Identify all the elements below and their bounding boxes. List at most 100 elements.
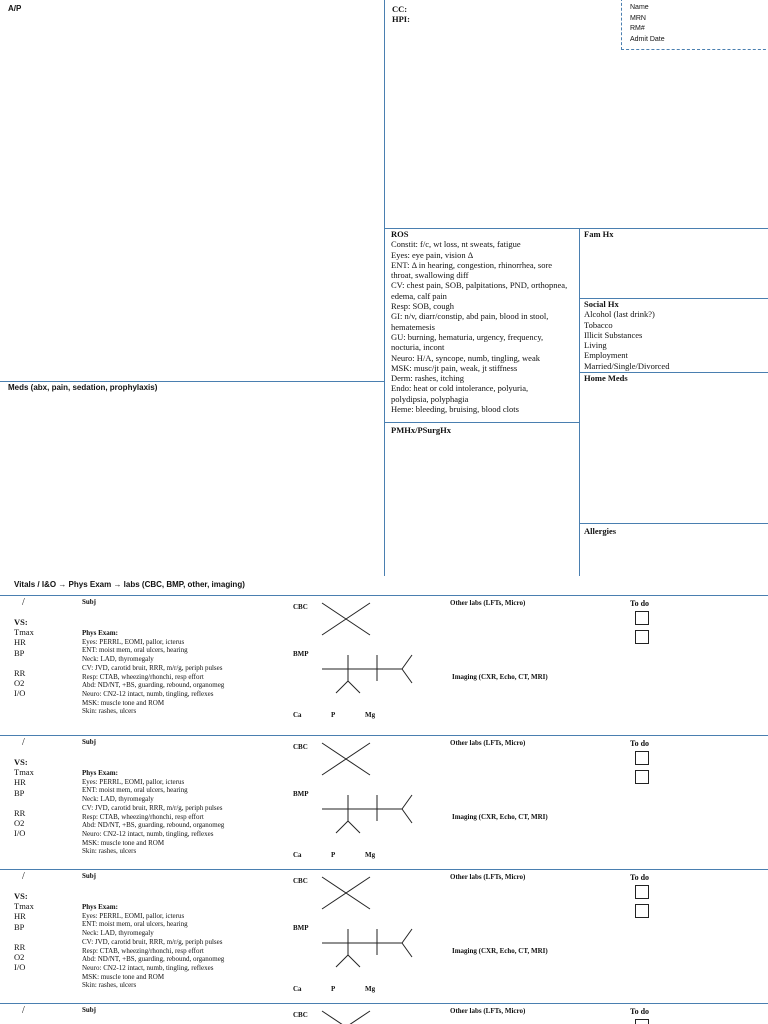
social-hx-item: Employment xyxy=(584,350,628,361)
social-hx-item: Living xyxy=(584,340,607,351)
todo-checkbox[interactable] xyxy=(635,885,649,899)
ros-line: throat, swallowing diff xyxy=(391,270,469,281)
ros-line: Neuro: H/A, syncope, numb, tingling, wea… xyxy=(391,352,540,363)
bmp-fishbone xyxy=(322,794,413,834)
social-hx-item: Illicit Substances xyxy=(584,329,643,340)
ros-line: GU: burning, hematuria, urgency, frequen… xyxy=(391,331,544,342)
flow-label: Vitals / I&O → Phys Exam → labs (CBC, BM… xyxy=(14,580,245,589)
ros-line: ENT: Δ in hearing, congestion, rhinorrhe… xyxy=(391,259,553,270)
vs-spacer xyxy=(14,932,34,942)
phys-exam-line: Resp: CTAB, wheezing/rhonchi, resp effor… xyxy=(82,812,204,821)
divider-social-top xyxy=(579,298,768,299)
mg-label: Mg xyxy=(365,985,376,993)
vitals-list: VS: Tmax HR BP RR O2 I/O xyxy=(14,891,34,973)
bmp-label: BMP xyxy=(293,650,309,658)
phys-exam-line: Abd: ND/NT, +BS, guarding, rebound, orga… xyxy=(82,821,225,830)
other-labs-label: Other labs (LFTs, Micro) xyxy=(450,599,526,607)
todo-label: To do xyxy=(630,1007,650,1016)
social-hx-item: Alcohol (last drink?) xyxy=(584,309,655,320)
phys-exam-line: MSK: muscle tone and ROM xyxy=(82,698,165,707)
ros-line: Eyes: eye pain, vision Δ xyxy=(391,249,474,260)
imaging-label: Imaging (CXR, Echo, CT, MRI) xyxy=(452,673,548,681)
p-label: P xyxy=(331,851,336,859)
phys-exam-line: CV: JVD, carotid bruit, RRR, m/r/g, peri… xyxy=(82,937,223,946)
divider-ros-top xyxy=(384,228,768,229)
phys-exam-title: Phys Exam: xyxy=(82,629,118,637)
ros-line: MSK: musc/jt pain, weak, jt stiffness xyxy=(391,362,518,373)
allergies-title: Allergies xyxy=(584,526,617,536)
imaging-label: Imaging (CXR, Echo, CT, MRI) xyxy=(452,813,548,821)
todo-checkbox[interactable] xyxy=(635,751,649,765)
phys-exam-line: MSK: muscle tone and ROM xyxy=(82,838,165,847)
patient-field-mrn: MRN xyxy=(630,14,646,22)
vs-rr: RR xyxy=(14,807,26,818)
bmp-label: BMP xyxy=(293,790,309,798)
vs-o2: O2 xyxy=(14,818,25,829)
ros-line: hematemesis xyxy=(391,321,435,332)
daily-divider xyxy=(0,595,768,596)
cbc-label: CBC xyxy=(293,877,308,885)
vs-bp: BP xyxy=(14,647,25,658)
date-slash: / xyxy=(22,871,25,882)
daily-divider xyxy=(0,735,768,736)
todo-checkbox[interactable] xyxy=(635,770,649,784)
phys-exam-line: Neck: LAD, thyromegaly xyxy=(82,795,154,804)
phys-exam-line: Neck: LAD, thyromegaly xyxy=(82,655,154,664)
vs-bp: BP xyxy=(14,921,25,932)
vs-hr: HR xyxy=(14,911,26,922)
cbc-fishbone xyxy=(321,602,371,636)
phys-exam-line: CV: JVD, carotid bruit, RRR, m/r/g, peri… xyxy=(82,803,223,812)
phys-exam-line: Resp: CTAB, wheezing/rhonchi, resp effor… xyxy=(82,672,204,681)
daily-block-2: / VS: Tmax HR BP RR O2 I/O Subj Phys Exa… xyxy=(0,735,768,869)
vs-io: I/O xyxy=(14,828,26,839)
cbc-label: CBC xyxy=(293,603,308,611)
bmp-fishbone xyxy=(322,654,413,694)
subj-label: Subj xyxy=(82,598,97,606)
ros-line: Endo: heat or cold intolerance, polyuria… xyxy=(391,383,529,394)
ap-label: A/P xyxy=(8,4,22,13)
patient-info-box: Name MRN RM# Admit Date xyxy=(621,0,768,50)
ros-line: nocturia, incont xyxy=(391,342,445,353)
patient-field-admit-date: Admit Date xyxy=(630,35,665,43)
ca-label: Ca xyxy=(293,851,302,859)
mg-label: Mg xyxy=(365,851,376,859)
subj-label: Subj xyxy=(82,1006,97,1014)
todo-checkbox[interactable] xyxy=(635,1019,649,1024)
social-hx-title: Social Hx xyxy=(584,299,619,309)
phys-exam: Phys Exam: Eyes: PERRL, EOMI, pallor, ic… xyxy=(82,769,224,856)
vs-tmax: Tmax xyxy=(14,767,34,778)
todo-checkbox[interactable] xyxy=(635,630,649,644)
home-meds-title: Home Meds xyxy=(584,373,628,383)
vs-io: I/O xyxy=(14,962,26,973)
phys-exam-line: Skin: rashes, ulcers xyxy=(82,981,137,990)
daily-block-3: / VS: Tmax HR BP RR O2 I/O Subj Phys Exa… xyxy=(0,869,768,1003)
ros-line: edema, calf pain xyxy=(391,290,447,301)
daily-block-4: / Subj CBC Other labs (LFTs, Micro) To d… xyxy=(0,1003,768,1024)
phys-exam-line: Resp: CTAB, wheezing/rhonchi, resp effor… xyxy=(82,946,204,955)
other-labs-label: Other labs (LFTs, Micro) xyxy=(450,739,526,747)
ros-line: polydipsia, polyphagia xyxy=(391,393,469,404)
ros-line: Derm: rashes, itching xyxy=(391,373,464,384)
phys-exam-line: Neck: LAD, thyromegaly xyxy=(82,929,154,938)
vs-hr: HR xyxy=(14,777,26,788)
other-labs-label: Other labs (LFTs, Micro) xyxy=(450,873,526,881)
phys-exam-line: Neuro: CN2-12 intact, numb, tingling, re… xyxy=(82,689,214,698)
phys-exam-line: Eyes: PERRL, EOMI, pallor, icterus xyxy=(82,637,185,646)
vs-label: VS: xyxy=(14,891,28,901)
daily-divider xyxy=(0,1003,768,1004)
phys-exam-line: Eyes: PERRL, EOMI, pallor, icterus xyxy=(82,777,185,786)
phys-exam-line: ENT: moist mem, oral ulcers, hearing xyxy=(82,920,188,929)
todo-checkbox[interactable] xyxy=(635,611,649,625)
vs-hr: HR xyxy=(14,637,26,648)
social-hx-item: Married/Single/Divorced xyxy=(584,360,670,371)
vs-bp: BP xyxy=(14,787,25,798)
divider-homemeds-top xyxy=(579,372,768,373)
todo-checkbox[interactable] xyxy=(635,904,649,918)
cbc-fishbone xyxy=(321,1010,371,1024)
divider-allergies-top xyxy=(579,523,768,524)
phys-exam-line: Neuro: CN2-12 intact, numb, tingling, re… xyxy=(82,963,214,972)
vs-label: VS: xyxy=(14,617,28,627)
vs-spacer xyxy=(14,658,34,668)
phys-exam-title: Phys Exam: xyxy=(82,769,118,777)
vs-rr: RR xyxy=(14,667,26,678)
